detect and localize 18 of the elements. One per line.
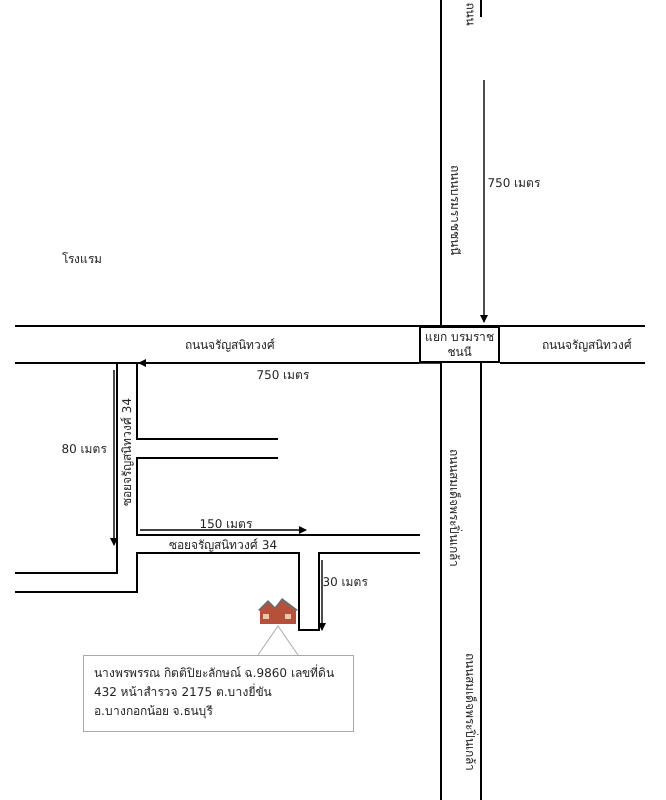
house-picture (258, 598, 298, 626)
road-name: ซอยจรัญสนิทวงศ์ 34 (120, 398, 134, 506)
road-name: ถนนสมเด็จพระปิ่นเกล้า (447, 449, 461, 567)
road-name: ถนน (463, 2, 477, 26)
distance-label: 30 เมตร (322, 575, 368, 589)
road-name: ถนนจรัญสนิทวงศ์ (185, 338, 275, 352)
callout-box: นางพรพรรณ กิตติปิยะลักษณ์ ฉ.9860 เลขที่ดิน 432 หน้าสำรวจ 2175 ต.บางยี่ขัน อ.บางกอกน้อย จ.ธนบุรี (83, 655, 354, 732)
distance-label: 150 เมตร (200, 517, 252, 531)
road-name: ถนนสมเด็จพระปิ่นเกล้า (463, 653, 477, 771)
road-name: ถนนบรมราชชนนี (448, 165, 462, 255)
road-name: ถนนจรัญสนิทวงศ์ (542, 338, 632, 352)
distance-label: 80 เมตร (62, 442, 107, 456)
road-name: ซอยจรัญสนิทวงศ์ 34 (169, 538, 278, 552)
distance-label: 750 เมตร (488, 176, 540, 190)
place-name: โรงแรม (62, 252, 102, 266)
distance-label: 750 เมตร (256, 368, 310, 382)
leader-line (258, 625, 298, 656)
junction-box: แยก บรมราชชนนี (419, 326, 500, 363)
